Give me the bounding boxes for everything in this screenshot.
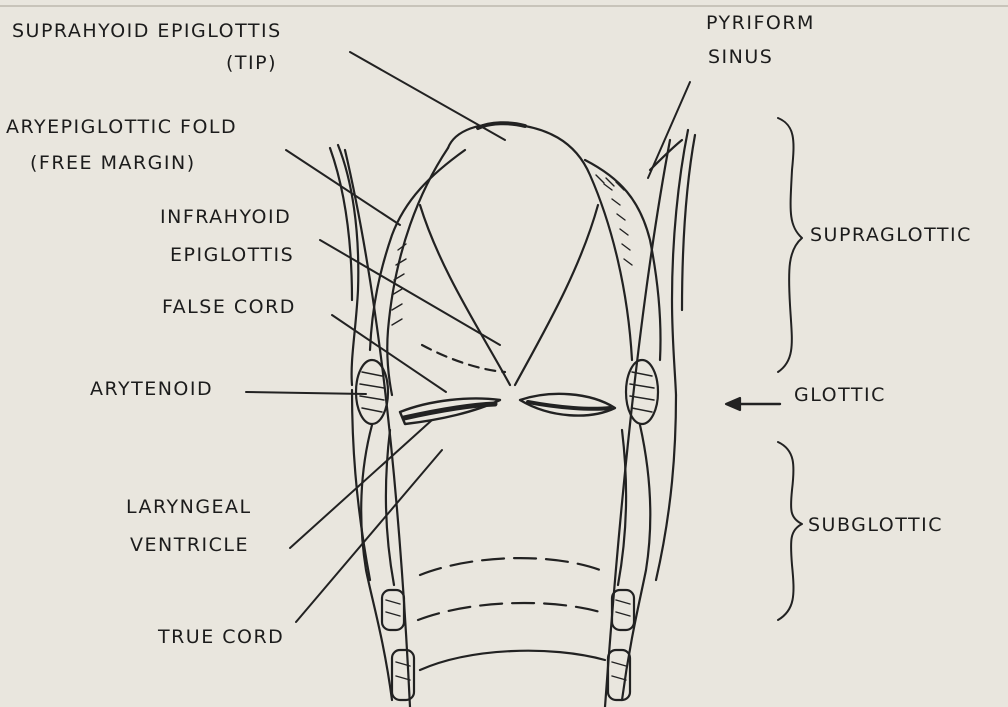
leader-pyriform [648,82,690,178]
tracheal-ring-3 [420,651,605,670]
cartilage-left-2 [392,650,414,700]
label-infrahyoid-line1: INFRAHYOID [160,208,291,227]
epiglottis-dashed [422,345,505,372]
epiglottis-strand-b [515,205,598,385]
label-laryngeal-line1: LARYNGEAL [126,498,252,517]
epiglottis-shading-top [478,123,525,128]
pyriform-sinus-right-wall-outer [682,135,695,310]
aryepiglottic-fold-left [370,150,465,350]
vocal-cord-right-shadow [528,402,610,409]
label-infrahyoid-line2: EPIGLOTTIS [170,246,294,265]
label-aryepiglottic-line1: ARYEPIGLOTTIC FOLD [6,118,237,137]
cartilage-left-1 [382,590,404,630]
brace-supraglottic [778,118,802,372]
tracheal-ring-1 [420,558,600,575]
label-false-cord: FALSE CORD [162,298,296,317]
trachea-right-outer [656,395,676,580]
label-suprahyoid-line1: SUPRAHYOID EPIGLOTTIS [12,22,282,41]
leader-suprahyoid [350,52,505,140]
label-subglottic: SUBGLOTTIC [808,516,943,535]
label-supraglottic: SUPRAGLOTTIC [810,226,972,245]
label-true-cord: TRUE CORD [158,628,284,647]
leader-arytenoid [246,392,366,394]
label-suprahyoid-line2: (TIP) [226,54,277,73]
label-arytenoid: ARYTENOID [90,380,213,399]
label-glottic: GLOTTIC [794,386,886,405]
leader-infrahyoid [320,240,500,345]
label-aryepiglottic-line2: (FREE MARGIN) [30,154,196,173]
label-pyriform-line1: PYRIFORM [706,14,815,33]
label-pyriform-line2: SINUS [708,48,773,67]
glottic-arrow-head [726,398,740,410]
brace-subglottic [778,442,802,620]
pyriform-sinus-left-wall [338,145,358,385]
label-laryngeal-line2: VENTRICLE [130,536,249,555]
tracheal-ring-2 [418,603,600,620]
pyriform-sinus-right-wall [672,130,688,395]
epiglottis-strand-a [420,205,510,385]
cartilage-right-1 [612,590,634,630]
